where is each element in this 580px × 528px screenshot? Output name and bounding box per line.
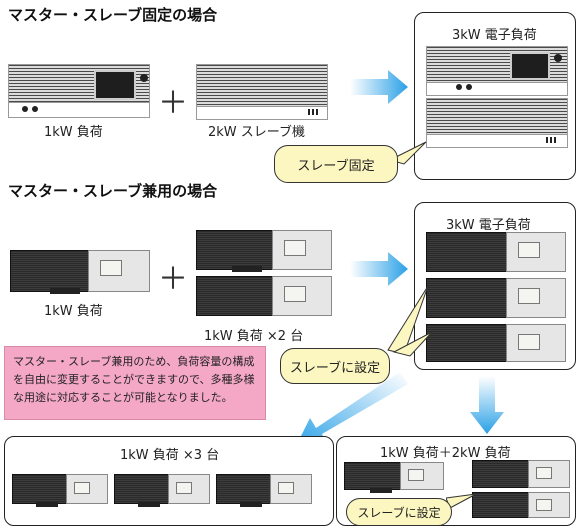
legacy-1kw-unit <box>8 64 150 118</box>
stack-unit-2 <box>426 278 566 318</box>
right-arrow-icon <box>350 70 408 104</box>
modern-unit-a <box>196 230 332 272</box>
legacy-2kw-slave-unit <box>196 64 328 120</box>
plus-icon: ＋ <box>158 262 188 297</box>
diagonal-arrow-icon <box>294 372 408 450</box>
section2-unit1-label: 1kW 負荷 <box>44 304 103 319</box>
bottom-right-unit-2 <box>472 460 570 488</box>
section1-result-box <box>414 12 576 180</box>
down-arrow-icon <box>470 376 504 434</box>
callout-pointer <box>387 285 433 357</box>
stack-unit-3 <box>426 324 566 362</box>
modern-1kw-unit <box>10 250 150 294</box>
bottom-left-label: 1kW 負荷 ×3 台 <box>120 448 220 463</box>
bottom-right-label: 1kW 負荷＋2kW 負荷 <box>380 446 511 461</box>
bottom-left-unit-2 <box>114 474 210 507</box>
section2-unit2-label: 1kW 負荷 ×2 台 <box>204 329 304 344</box>
bottom-right-unit-3 <box>472 492 570 518</box>
section1-result-label: 3kW 電子負荷 <box>452 28 537 43</box>
section1-unit2-label: 2kW スレーブ機 <box>208 125 306 140</box>
stack-unit-1 <box>426 232 566 272</box>
section1-unit1-label: 1kW 負荷 <box>44 125 103 140</box>
section2-heading: マスター・スレーブ兼用の場合 <box>8 182 218 200</box>
bottom-left-unit-1 <box>12 474 108 507</box>
legacy-3kw-stack <box>426 46 568 148</box>
right-arrow-icon <box>350 252 408 286</box>
section2-result-label: 3kW 電子負荷 <box>446 218 531 233</box>
plus-icon: ＋ <box>158 86 188 121</box>
bottom-left-unit-3 <box>216 474 312 507</box>
bottom-right-unit-1 <box>344 462 444 493</box>
section1-heading: マスター・スレーブ固定の場合 <box>8 6 218 24</box>
section2-callout: スレーブに設定 <box>280 348 390 384</box>
info-note: マスター・スレーブ兼用のため、負荷容量の構成を自由に変更することができますので、… <box>4 346 266 420</box>
modern-unit-b <box>196 276 332 316</box>
bottom-right-callout: スレーブに設定 <box>346 498 452 526</box>
section1-callout: スレーブ固定 <box>274 145 398 183</box>
